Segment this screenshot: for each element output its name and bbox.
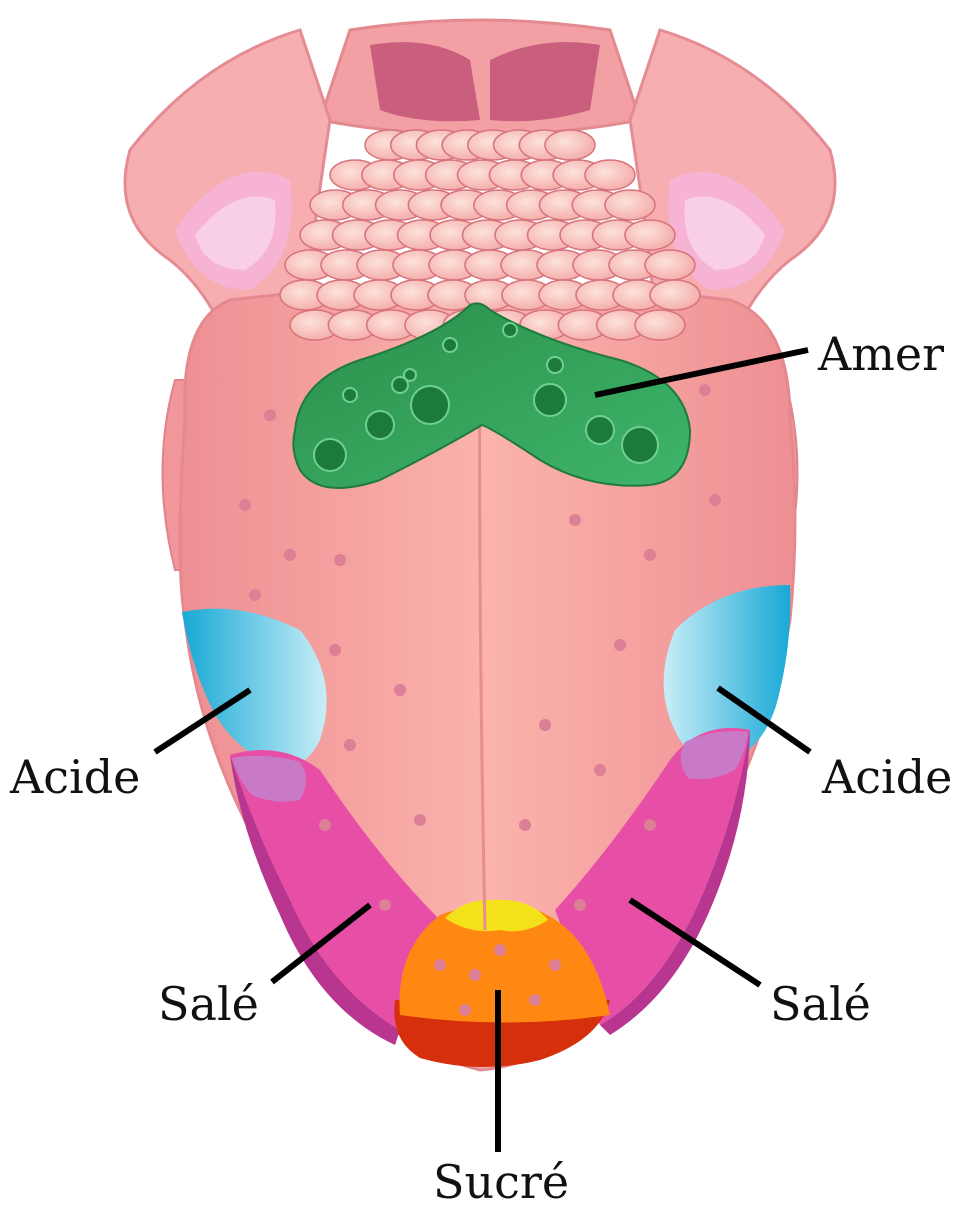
surface-dot [539,719,551,731]
surface-dot [709,494,721,506]
surface-dot [414,814,426,826]
surface-dot [494,944,506,956]
bitter-papilla [443,338,457,352]
surface-dot [264,409,276,421]
surface-dot [379,899,391,911]
label-salty-right: Salé [770,977,871,1031]
papilla [545,130,595,160]
surface-dot [699,384,711,396]
surface-dot [329,644,341,656]
surface-dot [459,1004,471,1016]
papilla [605,190,655,220]
surface-dot [549,959,561,971]
surface-dot [434,959,446,971]
bitter-papilla [547,357,563,373]
surface-dot [334,554,346,566]
label-bitter: Amer [817,327,944,381]
bitter-papilla [622,427,658,463]
label-sour-right: Acide [821,750,952,804]
bitter-papilla [314,439,346,471]
bitter-papilla [404,369,416,381]
papilla [625,220,675,250]
surface-dot [644,549,656,561]
label-salty-left: Salé [158,977,259,1031]
label-sour-left: Acide [9,750,140,804]
papilla [585,160,635,190]
papilla [645,250,695,280]
surface-dot [529,994,541,1006]
surface-dot [519,819,531,831]
surface-dot [569,514,581,526]
bitter-papilla [366,411,394,439]
surface-dot [394,684,406,696]
epiglottis [320,20,640,135]
surface-dot [594,764,606,776]
surface-dot [249,589,261,601]
bitter-papilla [586,416,614,444]
papilla [635,310,685,340]
papilla [650,280,700,310]
surface-dot [319,819,331,831]
surface-dot [239,499,251,511]
surface-dot [469,969,481,981]
bitter-papilla [534,384,566,416]
bitter-papilla [411,386,449,424]
surface-dot [344,739,356,751]
surface-dot [644,819,656,831]
bitter-papilla [503,323,517,337]
label-sweet: Sucré [433,1155,569,1207]
bitter-papilla [343,388,357,402]
surface-dot [574,899,586,911]
surface-dot [284,549,296,561]
surface-dot [614,639,626,651]
